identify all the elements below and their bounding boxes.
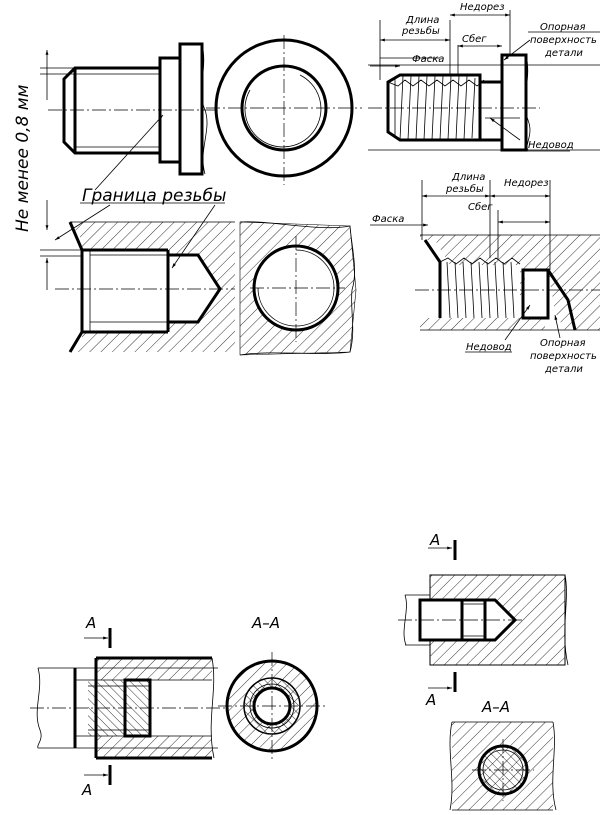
thread-boundary-label: Граница резьбы bbox=[82, 186, 226, 206]
ext-undercut-label: Недорез bbox=[460, 2, 505, 13]
min-distance-label: Не менее 0,8 мм bbox=[13, 84, 33, 232]
section-letter-a-bottom-left: А bbox=[81, 781, 92, 799]
section-title-a-a-right: А–А bbox=[481, 698, 510, 716]
internal-thread-detail bbox=[370, 180, 600, 341]
int-thread-length-label-2: резьбы bbox=[445, 183, 484, 195]
ext-runout-label: Сбег bbox=[462, 33, 487, 45]
ext-support-label-1: Опорная bbox=[540, 22, 586, 33]
assembly-section bbox=[30, 628, 225, 785]
section-letter-a-top-right: А bbox=[429, 531, 440, 549]
ext-support-label-2: поверхность bbox=[530, 35, 597, 46]
external-thread-detail bbox=[368, 10, 600, 152]
section-title-a-a-left: А–А bbox=[251, 614, 280, 632]
int-support-label-3: детали bbox=[544, 364, 583, 375]
int-runout-label: Сбег bbox=[468, 201, 493, 213]
stud-in-blind-hole bbox=[398, 540, 569, 692]
bolt-end-view bbox=[206, 35, 362, 185]
bolt-side-view bbox=[40, 42, 215, 176]
tapped-hole-section bbox=[40, 221, 235, 353]
int-undercut-label: Недорез bbox=[504, 178, 549, 189]
section-a-a-plate-view bbox=[449, 721, 557, 811]
int-shortfall-label: Недовод bbox=[466, 342, 512, 353]
int-thread-length-label-1: Длина bbox=[451, 172, 485, 183]
section-a-a-ring-view bbox=[218, 652, 326, 760]
tapped-hole-end-view bbox=[239, 221, 357, 356]
ext-chamfer-label: Фаска bbox=[412, 54, 444, 65]
ext-support-label-3: детали bbox=[544, 48, 583, 59]
ext-shortfall-label: Недовод bbox=[528, 140, 574, 151]
section-letter-a-top-left: А bbox=[85, 614, 96, 632]
int-chamfer-label: Фаска bbox=[372, 214, 404, 225]
int-support-label-1: Опорная bbox=[540, 338, 586, 349]
ext-thread-length-label-1: Длина bbox=[405, 15, 439, 26]
int-support-label-2: поверхность bbox=[530, 351, 597, 362]
ext-thread-length-label-2: резьбы bbox=[401, 25, 440, 37]
section-letter-a-bottom-right: А bbox=[425, 691, 436, 709]
